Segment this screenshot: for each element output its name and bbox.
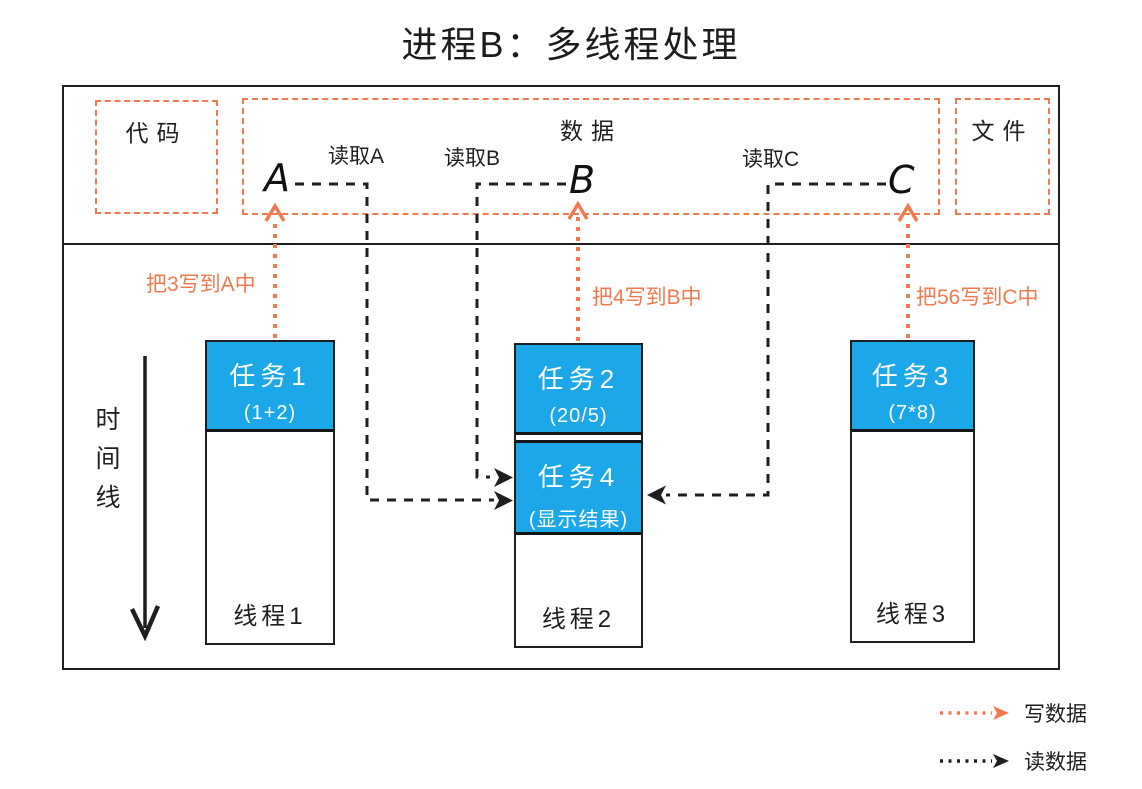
thread-2-column: 任务2 (20/5) 任务4 (显示结果) 线程2 bbox=[514, 343, 643, 648]
write-arrow-icon bbox=[940, 706, 1009, 720]
task-1-detail: (1+2) bbox=[243, 402, 297, 424]
write-b-label: 把4写到B中 bbox=[592, 286, 702, 309]
code-segment-label: 代码 bbox=[125, 120, 188, 146]
write-c-label: 把56写到C中 bbox=[916, 286, 1039, 309]
legend-write-row: 写数据 bbox=[938, 698, 1087, 728]
task-4-block: 任务4 (显示结果) bbox=[516, 440, 641, 535]
data-segment-box: 数据 bbox=[242, 98, 940, 215]
thread-3-label: 线程3 bbox=[875, 601, 950, 628]
thread-1-label: 线程1 bbox=[233, 603, 307, 630]
read-arrow-icon bbox=[940, 754, 1009, 768]
legend-write-label: 写数据 bbox=[1024, 703, 1087, 726]
read-b-label: 读取B bbox=[444, 147, 501, 170]
task-4-detail: (显示结果) bbox=[528, 509, 629, 531]
thread-1-column: 任务1 (1+2) 线程1 bbox=[205, 340, 335, 645]
task-3-detail: (7*8) bbox=[888, 402, 937, 424]
write-a-label: 把3写到A中 bbox=[146, 273, 256, 296]
thread-3-column: 任务3 (7*8) 线程3 bbox=[850, 340, 975, 643]
variable-c: C bbox=[888, 158, 915, 202]
data-segment-label: 数据 bbox=[560, 118, 622, 144]
read-a-label: 读取A bbox=[328, 145, 385, 168]
read-c-label: 读取C bbox=[742, 148, 800, 171]
task-1-title: 任务1 bbox=[229, 361, 311, 391]
task-3-block: 任务3 (7*8) bbox=[852, 342, 973, 432]
code-segment-box: 代码 bbox=[95, 100, 218, 214]
thread-2-label: 线程2 bbox=[541, 606, 616, 633]
memory-threads-divider bbox=[62, 243, 1060, 245]
file-segment-box: 文件 bbox=[955, 98, 1050, 215]
legend-read-label: 读数据 bbox=[1024, 751, 1087, 774]
file-segment-label: 文件 bbox=[971, 118, 1034, 144]
timeline-label: 时间线 bbox=[92, 406, 120, 523]
task-3-title: 任务3 bbox=[871, 361, 954, 391]
page-title: 进程B：多线程处理 bbox=[401, 24, 741, 65]
legend-read-row: 读数据 bbox=[938, 746, 1087, 776]
task-4-title: 任务4 bbox=[537, 462, 620, 492]
task-1-block: 任务1 (1+2) bbox=[207, 342, 333, 432]
task-2-detail: (20/5) bbox=[549, 405, 608, 427]
task-2-block: 任务2 (20/5) bbox=[516, 345, 641, 435]
process-boundary-box bbox=[62, 85, 1060, 670]
task-2-title: 任务2 bbox=[537, 364, 620, 394]
variable-b: B bbox=[569, 158, 596, 202]
variable-a: A bbox=[264, 156, 290, 200]
